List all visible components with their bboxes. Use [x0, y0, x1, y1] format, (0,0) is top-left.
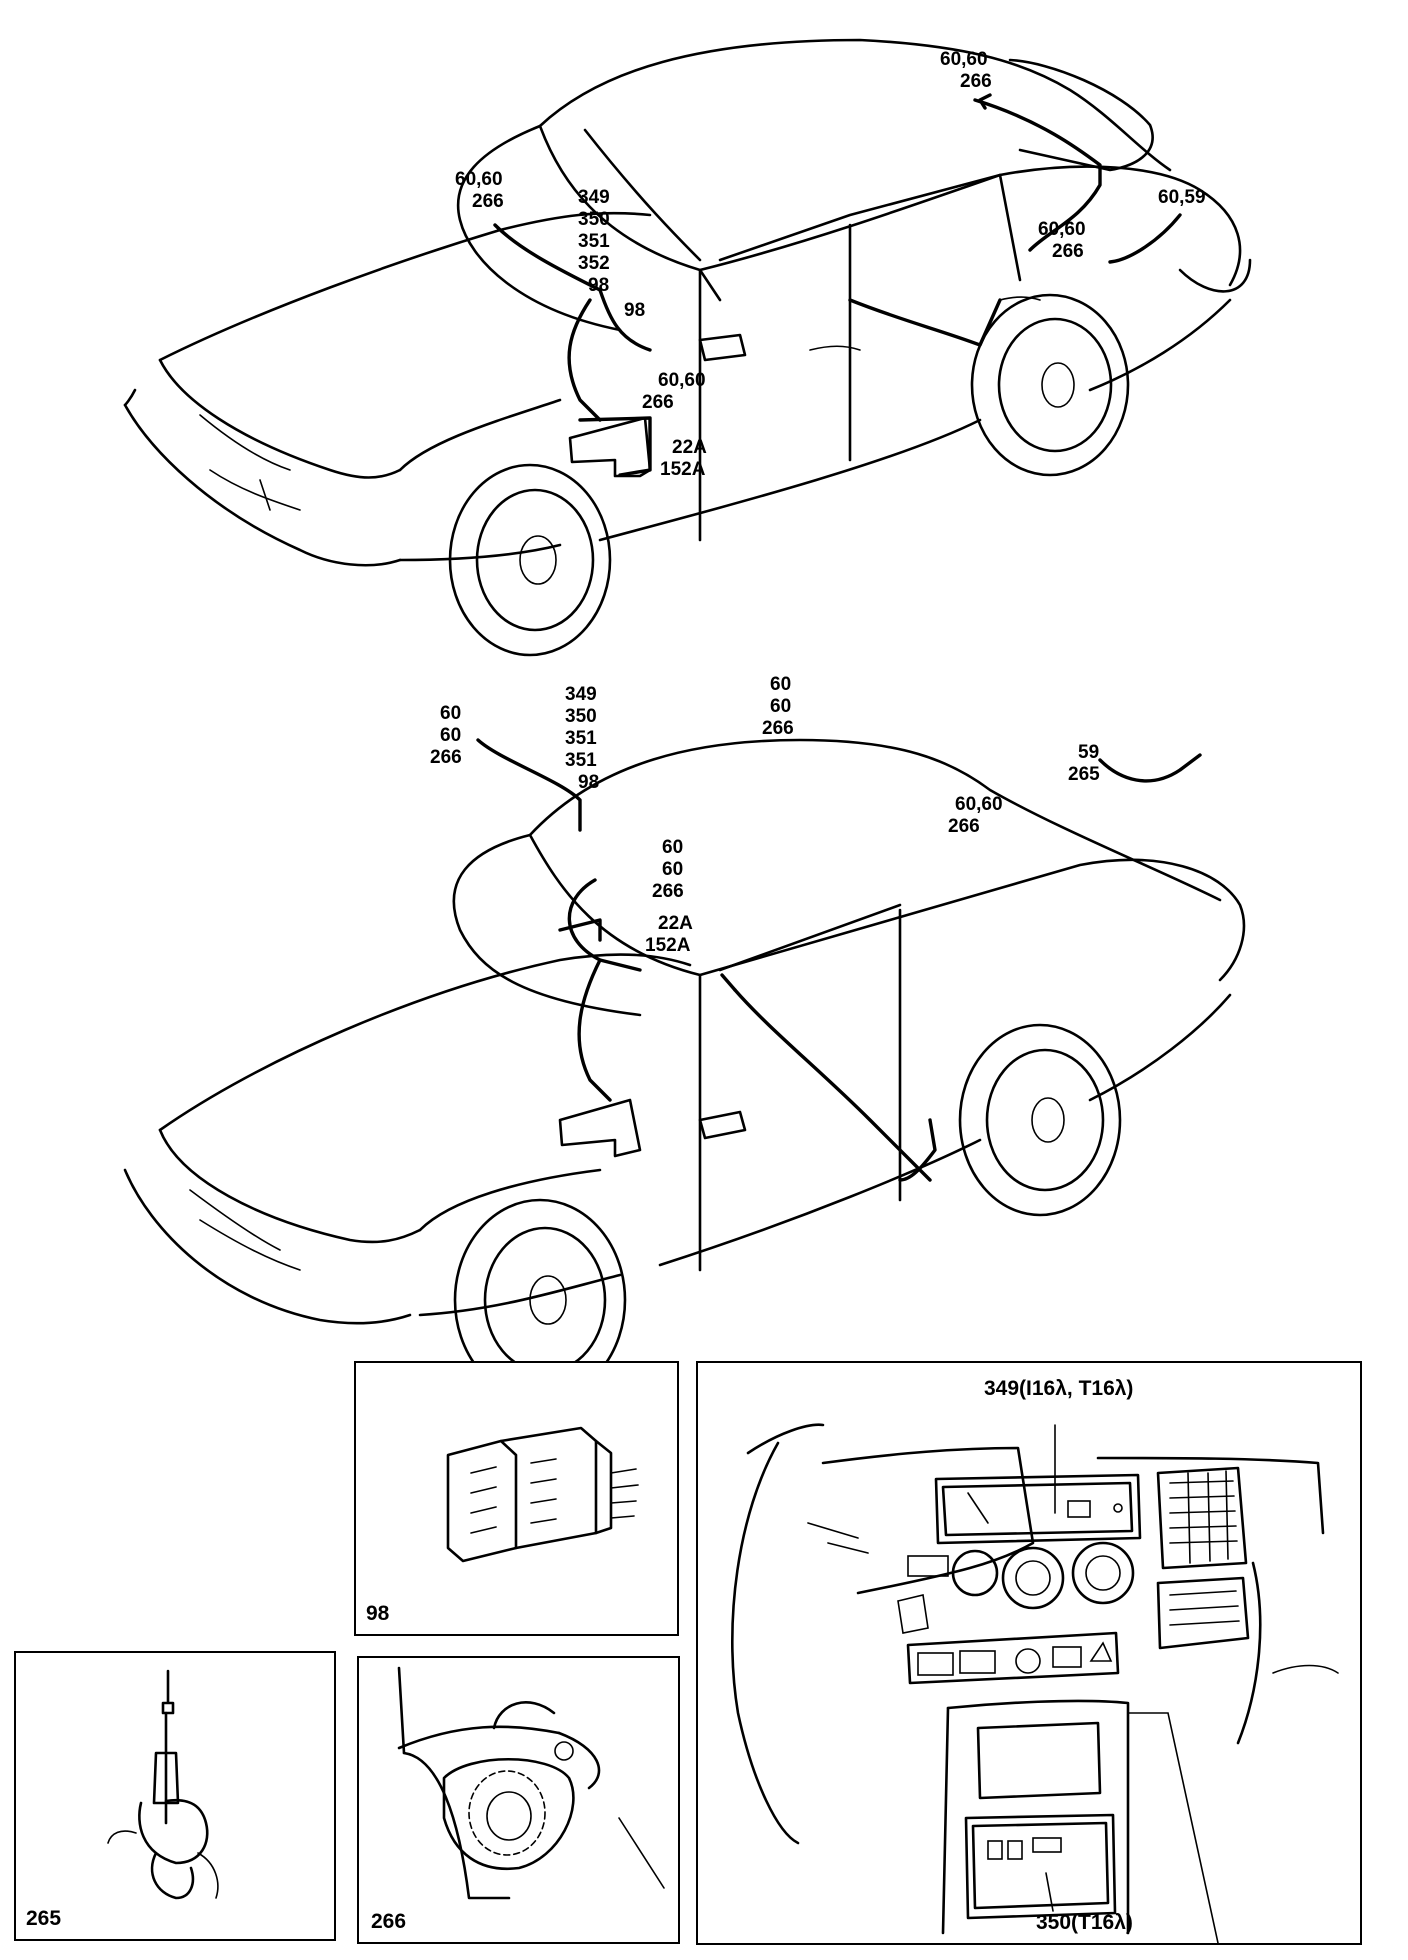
upper-car-rear-wheel: [970, 293, 1130, 477]
dashboard-illustration: [731, 1423, 1339, 1943]
upper-car-body: [123, 38, 1252, 567]
dashboard-detail-panel: 349(I16λ, T16λ) 350(T16λ): [696, 1361, 1362, 1945]
lower-car-wiring-harness: [476, 738, 1202, 1182]
upper-car-wiring-harness: [493, 93, 1182, 478]
connector-panel-number: 98: [366, 1602, 390, 1625]
lower-car-body: [123, 738, 1246, 1325]
callout-350: 350(T16λ): [1036, 1911, 1133, 1934]
antenna-panel-number: 265: [26, 1907, 62, 1930]
antenna-illustration: [107, 1669, 219, 1900]
upper-car-front-wheel: [448, 463, 612, 657]
lower-car-rear-wheel: [958, 1023, 1122, 1217]
speaker-detail-panel: 266: [357, 1656, 680, 1944]
connector-detail-panel: 98: [354, 1361, 679, 1636]
upper-label-text: 98: [624, 300, 645, 321]
callout-349: 349(I16λ, T16λ): [984, 1377, 1134, 1400]
antenna-detail-panel: 265: [14, 1651, 336, 1941]
upper-label-text: 60,59: [1158, 187, 1206, 208]
connector-illustration: [446, 1426, 639, 1563]
speaker-panel-number: 266: [371, 1910, 407, 1933]
speaker-illustration: [397, 1666, 665, 1900]
